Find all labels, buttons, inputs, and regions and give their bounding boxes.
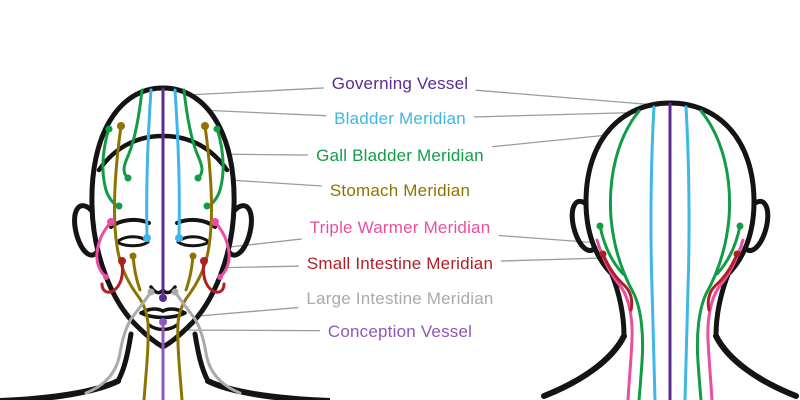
back-left-ear	[569, 198, 598, 254]
front-smallintestine-line	[100, 257, 226, 294]
back-smallintestine-point	[733, 250, 741, 258]
back-bladder-line	[649, 105, 691, 400]
back-gallbladder-line	[596, 109, 744, 400]
front-gallbladder-line	[101, 88, 225, 210]
front-right-ear	[226, 203, 254, 258]
front-smallintestine-point	[200, 257, 208, 265]
front-gallbladder-paths	[101, 88, 225, 209]
front-governing-point	[159, 294, 167, 302]
front-triplewarmer-point	[107, 218, 115, 226]
back-gallbladder-point	[736, 222, 744, 230]
front-nose	[149, 285, 177, 295]
front-shoulders	[0, 378, 330, 400]
back-gallbladder-point	[596, 222, 604, 230]
front-stomach-point	[189, 252, 197, 260]
front-triplewarmer-point	[217, 274, 223, 280]
front-smallintestine-paths	[100, 259, 226, 294]
front-largeintestine-paths	[84, 290, 242, 395]
back-gallbladder-paths	[598, 109, 742, 400]
back-smallintestine-point	[599, 250, 607, 258]
back-right-ear	[742, 198, 771, 254]
front-bladder-line	[143, 88, 183, 242]
front-governing-vessel-line	[159, 87, 167, 302]
front-bladder-point-left	[143, 234, 151, 242]
front-gallbladder-point	[194, 174, 202, 182]
back-smallintestine-line	[599, 250, 741, 312]
front-gallbladder-point	[213, 125, 221, 133]
front-stomach-paths	[112, 124, 214, 400]
front-bladder-point-right	[175, 234, 183, 242]
front-triplewarmer-point	[103, 274, 109, 280]
front-neck	[115, 331, 211, 384]
front-triplewarmer-point	[211, 218, 219, 226]
front-head-illustration	[0, 85, 330, 400]
front-largeintestine-line	[84, 288, 242, 395]
front-stomach-line	[112, 122, 214, 400]
front-largeintestine-point	[171, 288, 179, 296]
front-left-ear	[72, 203, 100, 258]
back-head-illustration	[541, 100, 799, 400]
front-smallintestine-point	[118, 257, 126, 265]
front-gallbladder-point	[203, 202, 211, 210]
front-gallbladder-point	[105, 125, 113, 133]
front-stomach-point	[129, 252, 137, 260]
front-conception-vessel-line	[159, 318, 167, 400]
front-gallbladder-point	[115, 202, 123, 210]
back-shoulders	[541, 333, 799, 399]
front-stomach-point	[201, 122, 209, 130]
back-bladder-paths	[649, 105, 691, 400]
front-largeintestine-point	[147, 288, 155, 296]
front-conception-point	[159, 318, 167, 326]
front-face-outline	[0, 85, 330, 400]
front-gallbladder-point	[124, 174, 132, 182]
back-smallintestine-paths	[601, 252, 739, 312]
front-triplewarmer-line	[95, 218, 231, 280]
front-stomach-point	[117, 122, 125, 130]
front-bladder-paths	[145, 88, 181, 238]
front-triplewarmer-paths	[95, 220, 231, 279]
